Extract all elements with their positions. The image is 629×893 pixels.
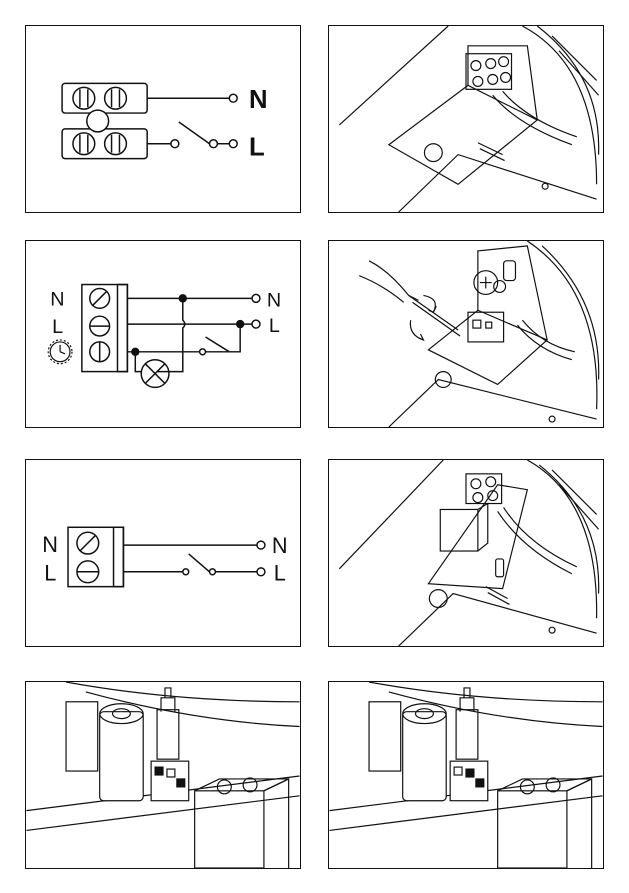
screw-icon [424, 144, 442, 162]
terminal-block-diagram: N L [25, 25, 301, 213]
screw-icon [429, 590, 447, 608]
clock-icon [48, 340, 72, 364]
timer-adjustment-illustration [328, 240, 604, 428]
lamp-icon [141, 360, 169, 388]
relay [440, 509, 478, 551]
screw-icon [243, 778, 257, 792]
label-right-l: L [269, 315, 280, 337]
device-relay-illustration [328, 459, 604, 647]
timer-wiring-diagram: N L N L [25, 240, 301, 428]
jumper [151, 688, 189, 801]
terminal-block [466, 54, 512, 90]
screw-icon [546, 778, 560, 792]
switch-wiring-diagram: N L N L [25, 459, 301, 647]
label-l: L [249, 134, 265, 162]
switch [206, 337, 230, 352]
jumper-closeup-1 [25, 681, 301, 869]
label-n: N [249, 86, 268, 114]
label-left-n: N [50, 288, 64, 310]
terminal-block [62, 83, 237, 158]
jumper-closeup-2 [328, 681, 604, 869]
jumper [450, 688, 488, 801]
switch [179, 122, 210, 144]
screw-icon [217, 780, 231, 794]
label-right-n: N [272, 533, 288, 558]
label-right-n: N [267, 289, 281, 311]
label-left-n: N [42, 532, 58, 557]
label-left-l: L [52, 316, 63, 338]
terminal-block [466, 474, 502, 504]
device-interior-illustration [328, 25, 604, 213]
switch [189, 554, 210, 572]
label-left-l: L [44, 561, 56, 586]
screw-icon [520, 780, 534, 794]
label-right-l: L [274, 561, 286, 586]
